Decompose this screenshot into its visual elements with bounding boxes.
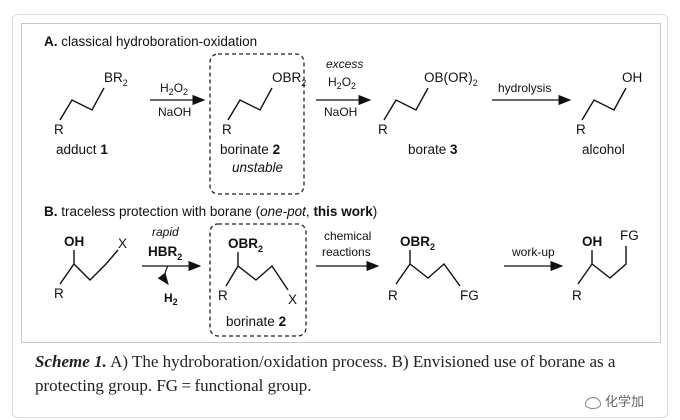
reaction-scheme: A. classical hydroboration-oxidation BR2… <box>44 34 642 337</box>
section-b-title: B. traceless protection with borane (one… <box>44 204 377 219</box>
section-a-title: A. classical hydroboration-oxidation <box>44 34 257 49</box>
start-material-structure: OH X R <box>54 234 127 301</box>
svg-text:X: X <box>118 236 127 251</box>
caption-text: A) The hydroboration/oxidation process. … <box>35 352 616 395</box>
adduct-1-structure: BR2 R adduct 1 <box>54 70 128 157</box>
svg-text:H2: H2 <box>164 291 178 307</box>
svg-text:work-up: work-up <box>511 245 555 259</box>
svg-text:R: R <box>378 122 388 137</box>
svg-text:NaOH: NaOH <box>158 105 191 119</box>
svg-text:FG: FG <box>460 288 479 303</box>
svg-text:H2O2: H2O2 <box>328 75 356 91</box>
svg-text:H2O2: H2O2 <box>160 81 188 97</box>
figure-frame: A. classical hydroboration-oxidation BR2… <box>12 14 668 418</box>
svg-text:R: R <box>54 122 64 137</box>
borinate-2-b-structure: OBR2 R X borinate 2 <box>218 236 297 329</box>
svg-text:reactions: reactions <box>322 245 371 259</box>
svg-text:OBR2: OBR2 <box>228 236 263 254</box>
arrow-a1: H2O2 NaOH <box>150 81 206 119</box>
borinate-2-dashed-box <box>209 53 305 195</box>
borinate-2-b-dashed-box <box>209 223 307 337</box>
svg-text:OBR2: OBR2 <box>400 234 435 252</box>
arrow-b3: work-up <box>504 245 564 272</box>
svg-text:R: R <box>54 286 64 301</box>
adduct-label: adduct 1 <box>56 142 108 157</box>
alcohol-label: alcohol <box>582 142 625 157</box>
svg-text:excess: excess <box>326 57 363 71</box>
arrow-a2: excess H2O2 NaOH <box>316 57 372 119</box>
svg-text:chemical: chemical <box>324 229 371 243</box>
borate-3-structure: OB(OR)2 R borate 3 <box>378 70 478 157</box>
arrow-a3: hydrolysis <box>492 81 572 106</box>
svg-text:R: R <box>218 288 228 303</box>
product-2-structure: OH FG R <box>572 228 639 303</box>
arrow-b2: chemical reactions <box>316 229 380 272</box>
reaction-scheme-panel: A. classical hydroboration-oxidation BR2… <box>21 23 661 343</box>
svg-text:OH: OH <box>64 234 84 249</box>
svg-text:rapid: rapid <box>152 225 179 239</box>
wechat-icon <box>585 396 601 409</box>
svg-text:OB(OR)2: OB(OR)2 <box>424 70 478 88</box>
svg-text:R: R <box>576 122 586 137</box>
product-1-structure: OBR2 R FG <box>388 234 479 303</box>
svg-text:BR2: BR2 <box>104 70 128 88</box>
svg-text:R: R <box>388 288 398 303</box>
borate-label: borate 3 <box>408 142 458 157</box>
caption-lead: Scheme 1. <box>35 352 107 371</box>
alcohol-structure: OH R alcohol <box>576 70 642 157</box>
svg-text:OBR2: OBR2 <box>272 70 306 88</box>
borinate-label: borinate 2 <box>220 142 280 157</box>
svg-text:HBR2: HBR2 <box>148 244 182 262</box>
borinate-2-structure: OBR2 R borinate 2 unstable <box>220 70 306 175</box>
svg-text:OH: OH <box>582 234 602 249</box>
borinate-unstable-note: unstable <box>232 160 283 175</box>
svg-text:FG: FG <box>620 228 639 243</box>
svg-text:hydrolysis: hydrolysis <box>498 81 551 95</box>
svg-text:NaOH: NaOH <box>324 105 357 119</box>
arrow-b1: rapid HBR2 H2 <box>142 225 202 307</box>
svg-text:R: R <box>572 288 582 303</box>
svg-text:R: R <box>222 122 232 137</box>
watermark: 化学加 <box>585 391 644 410</box>
svg-text:OH: OH <box>622 70 642 85</box>
borinate-b-label: borinate 2 <box>226 314 286 329</box>
scheme-caption: Scheme 1. A) The hydroboration/oxidation… <box>35 350 635 398</box>
svg-text:X: X <box>288 292 297 307</box>
